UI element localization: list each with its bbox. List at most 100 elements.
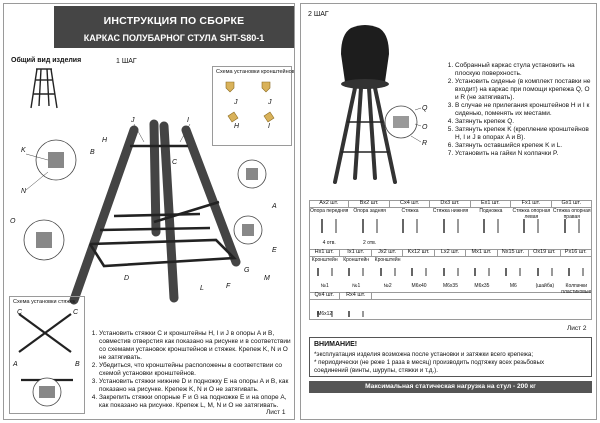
bracket-scheme-drawing: J J H I [225, 81, 275, 130]
svg-text:C: C [17, 309, 23, 316]
part-illustration [563, 219, 580, 233]
svg-text:F: F [226, 283, 231, 290]
tie-scheme-title: Схема установки стяжек [13, 299, 76, 305]
part-note: №1 [320, 283, 329, 289]
part-note: №1 [352, 283, 361, 289]
step-2-item: В случае не прилегания кронштейнов H и I… [455, 102, 593, 118]
part-name: Кронштейн [374, 257, 401, 263]
part-note: M6x35 [442, 283, 458, 289]
sheet-2: 2 ШАГ Q O R Собранный каркас стула устан… [300, 3, 597, 420]
attention-line-2: * периодически (не реже 1 раза в месяц) … [314, 359, 545, 366]
step-2-item: Установить на гайки N колпачки P. [455, 150, 593, 158]
svg-text:A: A [271, 203, 277, 210]
part-illustration [348, 268, 365, 276]
part-illustration [473, 268, 490, 276]
part-code: Px16 шт. [561, 249, 592, 256]
part-name: Кронштейн [311, 257, 338, 263]
part-illustration [442, 219, 459, 233]
svg-text:L: L [200, 285, 204, 292]
part-illustration [316, 268, 333, 276]
attention-box: ВНИМАНИЕ! *эксплуатация изделия возможна… [309, 337, 592, 377]
svg-text:H: H [102, 137, 108, 144]
svg-text:J: J [267, 99, 272, 106]
tie-scheme-box: Схема установки стяжек [9, 296, 85, 414]
step-2-item: Затянуть крепеж Q. [455, 118, 593, 126]
part-illustration [505, 268, 522, 276]
step-1-item: Установить стяжки нижние D и подножку E … [99, 378, 293, 394]
part-illustration [523, 219, 540, 233]
part-name: Кронштейн [343, 257, 370, 263]
part-code: Dx3 шт. [430, 200, 471, 207]
part-code: Hx1 шт. [309, 249, 341, 256]
part-illustration [361, 219, 378, 233]
parts-table [309, 200, 592, 320]
part-code: Kx12 шт. [403, 249, 435, 256]
part-name: Стяжка [401, 208, 419, 214]
part-note: M6x12 [317, 311, 333, 317]
general-view-label: Общий вид изделия [11, 57, 82, 64]
part-code: Ix1 шт. [340, 249, 372, 256]
part-illustration [321, 219, 338, 233]
part-note: M6x40 [411, 283, 427, 289]
svg-text:I: I [187, 117, 189, 124]
part-code: Ox19 шт. [529, 249, 561, 256]
svg-text:O: O [422, 124, 428, 131]
step-1-label: 1 ШАГ [116, 58, 137, 65]
svg-text:D: D [124, 275, 129, 282]
svg-text:G: G [244, 267, 250, 274]
part-illustration [568, 268, 585, 276]
part-code: Qx4 шт. [309, 292, 341, 299]
attention-line-1: *эксплуатация изделия возможна после уст… [314, 351, 534, 358]
part-code: Ex1 шт. [471, 200, 512, 207]
part-code: Nx15 шт. [498, 249, 530, 256]
svg-text:B: B [90, 149, 95, 156]
sheet-2-number: Лист 2 [567, 325, 587, 332]
svg-text:H: H [234, 123, 240, 130]
step-2-item: Установить сиденье (в комплект поставки … [455, 78, 593, 102]
attention-title: ВНИМАНИЕ! [314, 341, 358, 348]
svg-text:E: E [272, 247, 277, 254]
svg-text:C: C [73, 309, 79, 316]
svg-text:C: C [172, 159, 178, 166]
chair-with-seat-drawing: Q O R [333, 25, 428, 184]
title-line-1: ИНСТРУКЦИЯ ПО СБОРКЕ [103, 15, 245, 27]
part-illustration [442, 268, 459, 276]
bracket-scheme-box: Схема установки кронштейнов [212, 66, 295, 146]
svg-text:R: R [422, 140, 427, 147]
step-1-item: Убедиться, что кронштейны расположены в … [99, 362, 293, 378]
part-illustration [402, 219, 419, 233]
part-name: Опора передняя [310, 208, 349, 214]
step-2-item: Затянуть оставшийся крепеж K и L. [455, 142, 593, 150]
step-2-item: Затянуть крепеж K (крепление кронштейнов… [455, 126, 593, 142]
part-note: M6 [509, 283, 517, 289]
attention-line-3: соединений (винты, шурупы, стяжки и т.д.… [314, 367, 438, 374]
svg-text:O: O [10, 218, 16, 225]
part-note: 2 отв. [363, 240, 377, 246]
svg-text:M: M [264, 275, 270, 282]
title-box: ИНСТРУКЦИЯ ПО СБОРКЕ КАРКАС ПОЛУБАРНОГ С… [54, 6, 294, 48]
part-code: Bx2 шт. [349, 200, 390, 207]
max-load-bar: Максимальная статическая нагрузка на сту… [309, 381, 592, 393]
bracket-scheme-title: Схема установки кронштейнов [216, 69, 295, 75]
svg-text:I: I [268, 123, 270, 130]
part-note: №2 [383, 283, 392, 289]
svg-text:J: J [233, 99, 238, 106]
part-name: Подножка [479, 208, 503, 214]
svg-text:N: N [21, 188, 27, 195]
svg-text:Q: Q [422, 105, 428, 112]
step-2-instructions: Собранный каркас стула установить на пло… [443, 62, 593, 158]
part-name: Стяжка опорная правая [552, 208, 591, 220]
part-illustration [379, 268, 396, 276]
part-code: Ax2 шт. [309, 200, 350, 207]
svg-text:J: J [130, 117, 135, 124]
step-2-item: Собранный каркас стула установить на пло… [455, 62, 593, 78]
part-name: Стяжка опорная левая [512, 208, 551, 220]
part-code: Cx4 шт. [390, 200, 431, 207]
svg-text:B: B [75, 361, 80, 368]
part-illustration [536, 268, 553, 276]
part-code: Jx2 шт. [372, 249, 404, 256]
part-code: Lx2 шт. [435, 249, 467, 256]
title-line-2: КАРКАС ПОЛУБАРНОГ СТУЛА SHT-S80-1 [83, 33, 265, 43]
part-note: Колпачки пластиковые [561, 283, 592, 295]
svg-text:A: A [12, 361, 18, 368]
